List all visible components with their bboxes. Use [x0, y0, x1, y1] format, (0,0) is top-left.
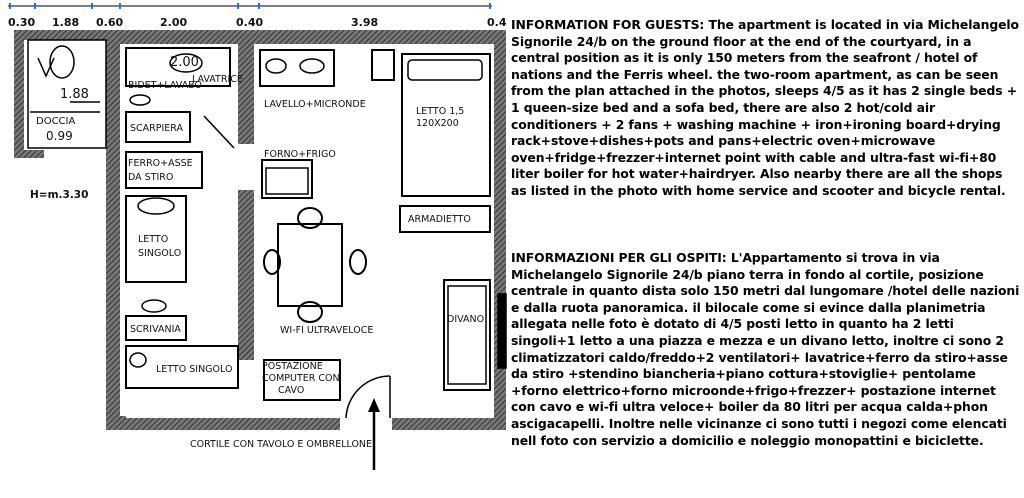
pc-label-1: POSTAZIONE — [262, 361, 323, 372]
washer-label: LAVATRICE — [192, 74, 243, 85]
shower-size: 0.99 — [46, 129, 73, 143]
fridge-small-box — [371, 49, 395, 81]
pc-box — [263, 359, 341, 401]
sofa-box — [443, 279, 491, 391]
oven-fridge-box — [261, 159, 313, 199]
courtyard-label: CORTILE CON TAVOLO E OMBRELLONE — [190, 439, 372, 450]
sofa-label: DIVANO — [447, 314, 484, 325]
info-english: INFORMATION FOR GUESTS: The apartment is… — [511, 17, 1019, 198]
entrance-door — [345, 375, 391, 419]
floor-plan: 0.30 1.88 0.60 2.00 0.40 3.98 0.4 1.88 D… — [8, 3, 507, 470]
shoe-rack-box — [125, 111, 191, 143]
single-bed-label-2: SINGOLO — [138, 248, 181, 259]
dim-0-30: 0.30 — [8, 16, 35, 29]
dim-3-98: 3.98 — [351, 16, 378, 29]
double-bed-box — [401, 53, 491, 197]
pc-label-3: CAVO — [278, 385, 304, 396]
sink-box — [259, 49, 335, 87]
single-bed-bottom-box — [125, 345, 239, 389]
bathroom — [27, 39, 107, 149]
bathroom-width: 1.88 — [60, 87, 89, 102]
wifi-label: WI-FI ULTRAVELOCE — [280, 325, 373, 336]
furniture-details — [129, 53, 507, 385]
walls — [14, 30, 506, 430]
iron-box — [125, 151, 203, 189]
shoe-rack-label: SCARPIERA — [130, 123, 184, 134]
dining-table — [263, 207, 367, 323]
double-bed-label-2: 120X200 — [416, 118, 459, 129]
bidet-label: BIDET+LAVABO — [128, 80, 202, 91]
double-bed-label-1: LETTO 1,5 — [416, 106, 464, 117]
info-italian: INFORMAZIONI PER GLI OSPITI: L'Appartame… — [511, 250, 1020, 448]
sink-microwave-label: LAVELLO+MICRONDE — [264, 99, 366, 110]
dim-1-88: 1.88 — [52, 16, 79, 29]
oven-fridge-label: FORNO+FRIGO — [264, 149, 336, 160]
iron-label-1: FERRO+ASSE — [128, 158, 193, 169]
washer-size: 2.00 — [170, 55, 199, 70]
dimension-line: 0.30 1.88 0.60 2.00 0.40 3.98 0.4 — [8, 3, 507, 29]
desk-box — [125, 315, 187, 341]
entrance-arrow — [368, 398, 380, 470]
wardrobe-box — [399, 205, 491, 233]
dim-2-00: 2.00 — [160, 16, 187, 29]
dim-0-40: 0.40 — [236, 16, 263, 29]
pc-label-2: COMPUTER CON — [262, 373, 340, 384]
shower-label: DOCCIA — [36, 116, 75, 127]
iron-label-2: DA STIRO — [128, 172, 173, 183]
single-bed-bottom-label: LETTO SINGOLO — [156, 364, 232, 375]
desk-label: SCRIVANIA — [130, 324, 181, 335]
washer-box — [125, 47, 231, 87]
wardrobe-label: ARMADIETTO — [408, 214, 471, 225]
single-bed-box — [125, 195, 187, 283]
single-bed-label-1: LETTO — [138, 234, 168, 245]
dim-0-60: 0.60 — [96, 16, 123, 29]
ceiling-height: H=m.3.30 — [30, 189, 88, 201]
dim-0-4: 0.4 — [487, 16, 507, 29]
